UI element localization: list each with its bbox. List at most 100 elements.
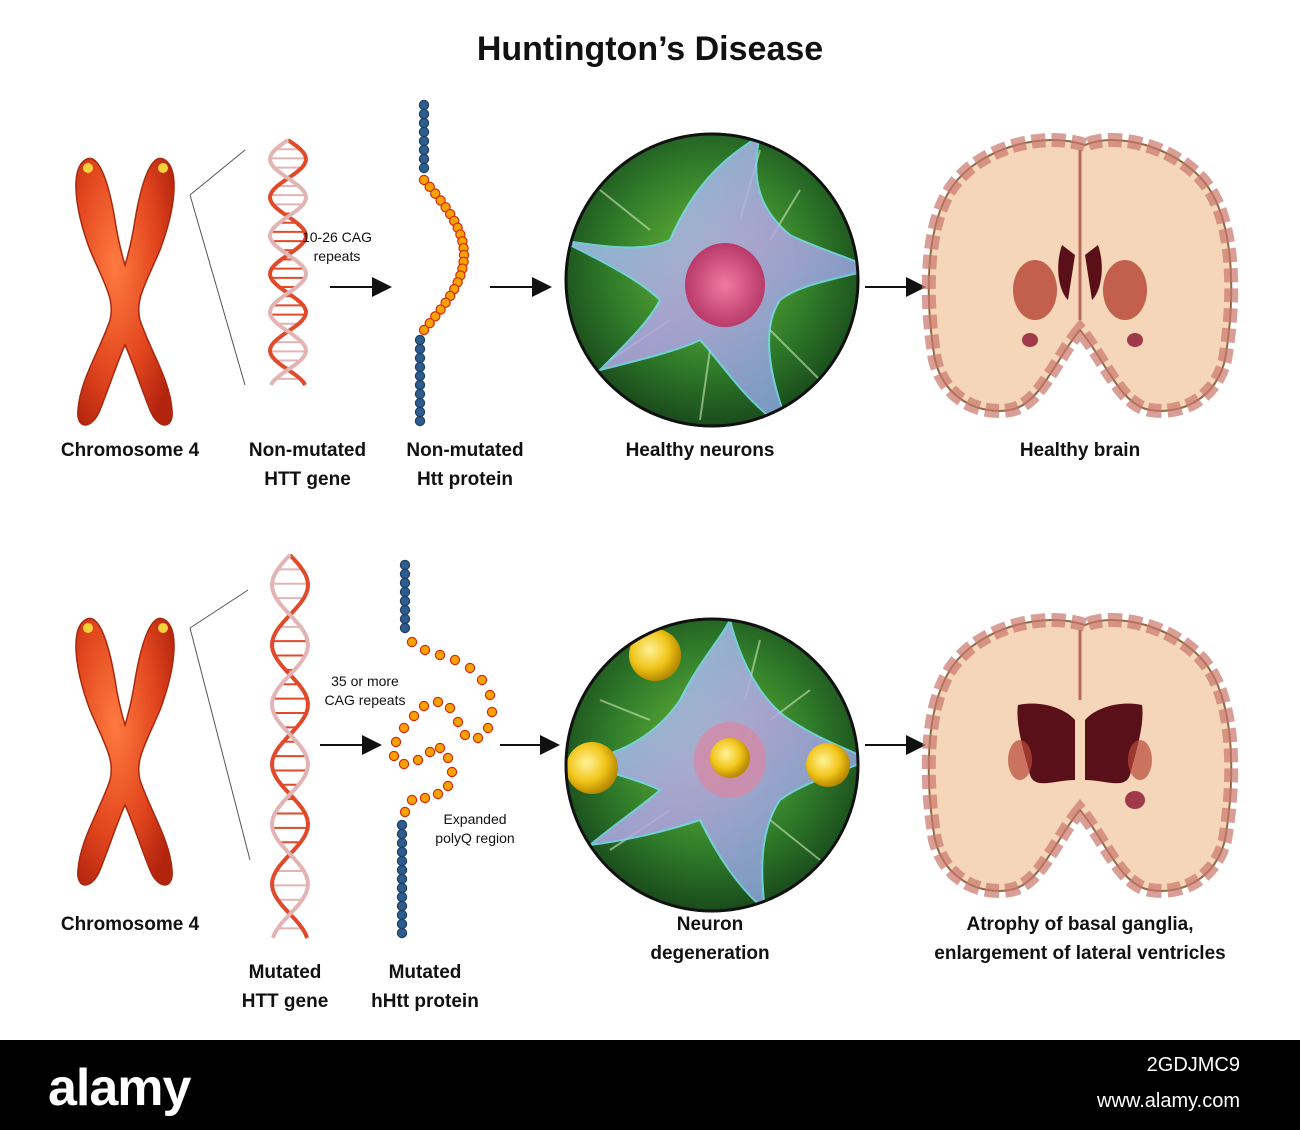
protein-bead	[472, 732, 484, 744]
protein-bead	[396, 855, 408, 867]
protein-chain-healthy	[414, 99, 470, 427]
protein-bead	[399, 613, 411, 625]
protein-bead	[399, 559, 411, 571]
protein-bead	[424, 317, 435, 329]
dna-strand	[269, 553, 311, 939]
protein-bead	[399, 577, 411, 589]
protein-bead	[434, 649, 446, 661]
degenerating-neuron-image	[564, 617, 860, 913]
protein-bead	[418, 117, 430, 129]
label-chromosome-mutated: Chromosome 4	[60, 914, 200, 935]
healthy-brain-image	[921, 133, 1239, 418]
protein-bead	[399, 622, 411, 634]
protein-bead	[396, 918, 408, 930]
label-brain-healthy: Healthy brain	[1019, 440, 1141, 461]
protein-bead	[396, 819, 408, 831]
protein-bead	[418, 153, 430, 165]
label-line: Mutated	[248, 962, 322, 983]
protein-bead	[408, 710, 420, 722]
protein-bead	[414, 379, 426, 391]
protein-bead	[390, 736, 402, 748]
protein-bead	[418, 99, 430, 111]
protein-bead	[459, 729, 471, 741]
label-gene-mutated: Mutated HTT gene	[215, 958, 355, 1016]
protein-bead	[398, 722, 410, 734]
protein-bead	[388, 750, 400, 762]
protein-bead	[396, 900, 408, 912]
note-line: polyQ region	[435, 830, 515, 846]
protein-bead	[418, 700, 430, 712]
protein-bead	[399, 586, 411, 598]
atrophied-brain-image	[921, 613, 1239, 898]
protein-bead	[414, 334, 426, 346]
protein-bead	[418, 108, 430, 120]
zoom-line	[189, 589, 249, 629]
image-id: 2GDJMC9	[1146, 1054, 1240, 1076]
site-url: www.alamy.com	[1097, 1090, 1240, 1112]
label-line: HTT gene	[241, 991, 329, 1012]
protein-bead	[442, 780, 454, 792]
protein-bead	[398, 758, 410, 770]
protein-bead	[430, 188, 441, 199]
label-gene-healthy: Non-mutated HTT gene	[225, 436, 390, 494]
note-line: repeats	[313, 248, 361, 264]
repeats-note-mutated: 35 or more CAG repeats	[305, 672, 425, 710]
label-protein-mutated: Mutated hHtt protein	[350, 958, 500, 1016]
protein-bead	[399, 568, 411, 580]
protein-bead	[399, 604, 411, 616]
protein-bead	[418, 144, 430, 156]
protein-bead	[435, 304, 446, 315]
dna-strand	[267, 138, 309, 387]
repeats-note-healthy: 10-26 CAG repeats	[292, 228, 382, 266]
protein-bead	[418, 126, 430, 138]
protein-bead	[432, 696, 444, 708]
protein-bead	[430, 311, 441, 322]
label-line: enlargement of lateral ventricles	[934, 943, 1226, 964]
zoom-line	[189, 149, 246, 196]
protein-bead	[435, 195, 446, 206]
protein-bead	[484, 689, 496, 701]
protein-bead	[399, 806, 411, 818]
note-line: 10-26 CAG	[301, 229, 373, 245]
label-line: hHtt protein	[371, 991, 479, 1012]
label-neurons-mutated: Neuron degeneration	[620, 910, 800, 968]
protein-bead	[476, 674, 488, 686]
protein-bead	[406, 794, 418, 806]
label-brain-mutated: Atrophy of basal ganglia, enlargement of…	[900, 910, 1260, 968]
note-line: Expanded	[443, 811, 507, 827]
protein-bead	[418, 135, 430, 147]
protein-bead	[414, 388, 426, 400]
label-line: degeneration	[650, 943, 770, 964]
protein-bead	[396, 927, 408, 939]
protein-bead	[396, 837, 408, 849]
protein-bead	[418, 162, 430, 174]
label-neurons-healthy: Healthy neurons	[625, 440, 775, 461]
label-line: Atrophy of basal ganglia,	[966, 914, 1194, 935]
protein-bead	[396, 882, 408, 894]
protein-bead	[418, 324, 430, 336]
label-line: Non-mutated	[406, 440, 524, 461]
footer-bar: alamy 2GDJMC9 www.alamy.com	[0, 1040, 1300, 1130]
protein-bead	[444, 702, 456, 714]
protein-bead	[414, 415, 426, 427]
label-line: HTT gene	[264, 469, 351, 490]
protein-bead	[414, 406, 426, 418]
polyq-note: Expanded polyQ region	[420, 810, 530, 848]
protein-bead	[424, 181, 435, 193]
label-line: Htt protein	[416, 469, 514, 490]
protein-bead	[396, 864, 408, 876]
protein-bead	[446, 766, 458, 778]
chromosome-4-mutated	[75, 617, 175, 886]
protein-bead	[486, 706, 498, 718]
protein-bead	[434, 742, 446, 754]
protein-bead	[414, 361, 426, 373]
label-protein-healthy: Non-mutated Htt protein	[385, 436, 545, 494]
protein-bead	[442, 752, 454, 764]
protein-bead	[396, 828, 408, 840]
brand-logo: alamy	[48, 1059, 191, 1117]
protein-bead	[464, 662, 476, 674]
protein-bead	[449, 654, 461, 666]
healthy-neuron-image	[564, 132, 860, 428]
protein-bead	[452, 716, 464, 728]
protein-bead	[396, 846, 408, 858]
